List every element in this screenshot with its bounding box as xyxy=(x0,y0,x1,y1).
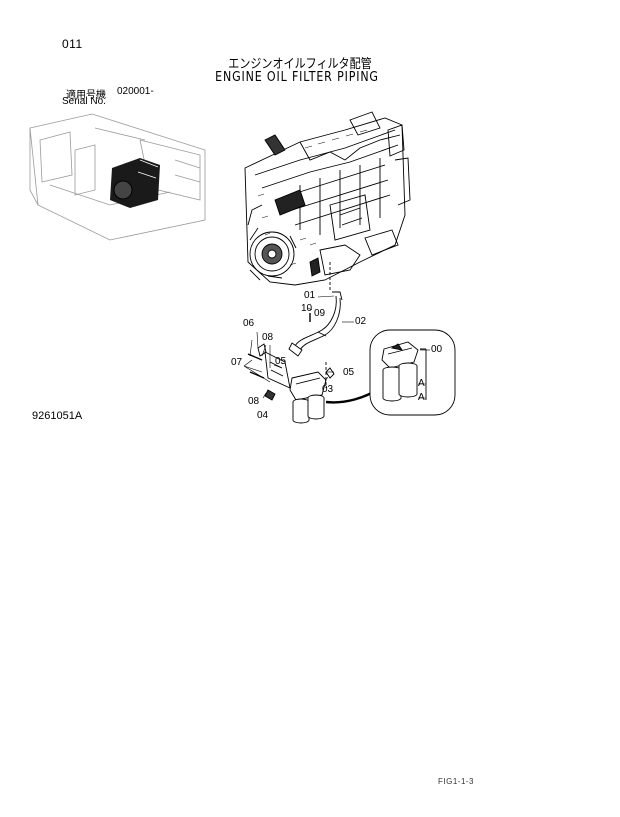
page-number: 011 xyxy=(62,37,83,51)
footer-reference: FIG1-1-3 xyxy=(438,777,475,786)
callout-05-bracket: 05 xyxy=(275,356,287,367)
filter-detail-inset xyxy=(369,329,456,416)
callout-leaders xyxy=(243,295,430,399)
serial-label-english: Serial No. xyxy=(62,96,106,107)
callout-10: 10 xyxy=(301,303,313,314)
callout-04: 04 xyxy=(257,410,269,421)
engine-thumbnail xyxy=(110,158,160,208)
callout-03: 03 xyxy=(322,384,334,395)
callout-09: 09 xyxy=(314,308,326,319)
callout-05-filter: 05 xyxy=(343,367,355,378)
bracket-assembly xyxy=(247,343,291,401)
title-english: ENGINE OIL FILTER PIPING xyxy=(215,70,379,85)
callout-08-lower: 08 xyxy=(248,396,260,407)
serial-label-japanese: 適用号機 xyxy=(66,90,106,101)
pipe-assembly xyxy=(288,262,343,357)
callout-a-lower: A xyxy=(418,392,425,403)
callout-02: 02 xyxy=(355,316,367,327)
callout-07: 07 xyxy=(231,357,243,368)
engine-hatching xyxy=(257,129,368,266)
oil-filter-assembly xyxy=(289,362,381,424)
callout-01: 01 xyxy=(304,290,316,301)
serial-value: 020001- xyxy=(117,86,154,97)
callout-a-upper: A xyxy=(418,378,425,389)
figure-code: 9261051A xyxy=(32,410,83,422)
title-japanese: エンジンオイルフィルタ配管 xyxy=(228,57,372,72)
callout-00: 00 xyxy=(431,344,443,355)
engine-illustration xyxy=(244,111,411,286)
callout-06: 06 xyxy=(243,318,255,329)
callout-08-upper: 08 xyxy=(262,332,274,343)
